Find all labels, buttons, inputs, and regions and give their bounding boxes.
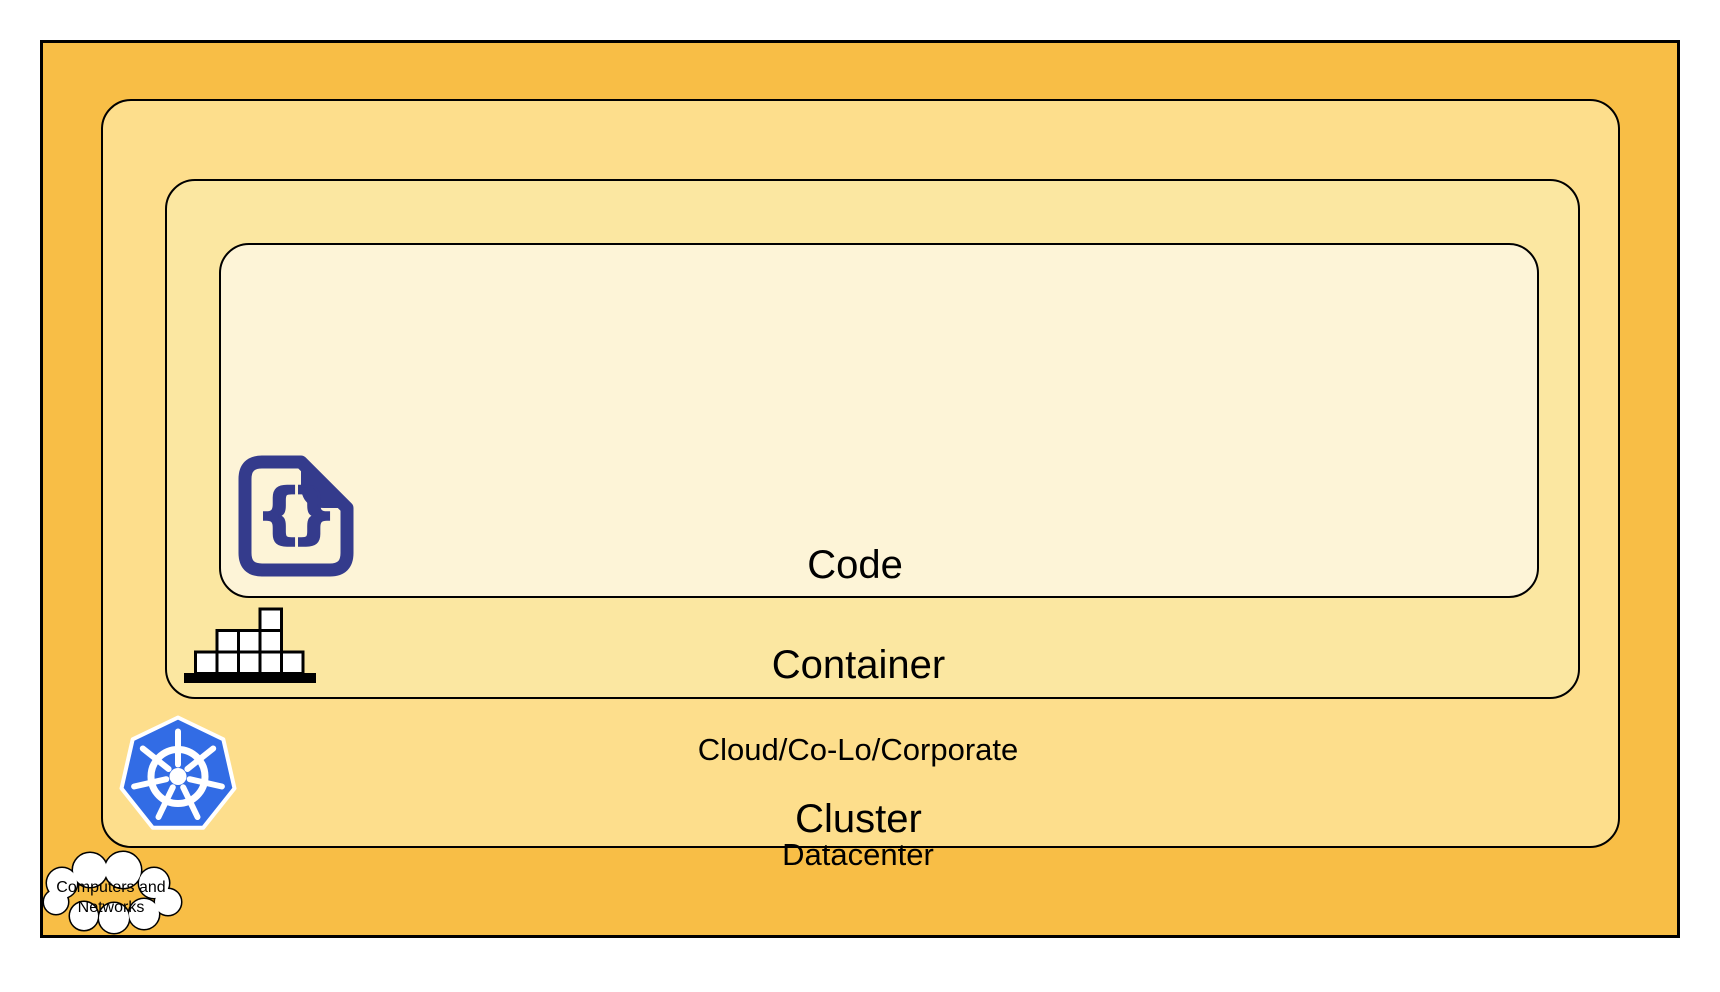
helm-wheel-hub <box>169 768 187 785</box>
datacenter-label: Cloud/Co-Lo/Corporate Datacenter <box>41 662 1675 942</box>
computers-networks-cloud-icon: Computers and Networks <box>42 850 183 935</box>
brace-open-glyph: { <box>256 477 302 551</box>
brace-close-glyph: } <box>291 477 337 551</box>
code-label: Code <box>807 543 903 587</box>
kubernetes-icon <box>119 715 237 830</box>
document-fold <box>301 456 353 508</box>
code-file-icon: { } <box>238 455 354 577</box>
datacenter-box: { } Code <box>40 40 1680 938</box>
cloud-label-line1: Computers and <box>56 879 165 896</box>
code-box: { } Code <box>219 243 1539 598</box>
container-blocks-icon <box>184 607 316 683</box>
datacenter-label-line1: Cloud/Co-Lo/Corporate <box>697 732 1019 767</box>
cluster-box: { } Code <box>101 99 1620 848</box>
cluster-label: Cluster <box>795 797 922 841</box>
brick-blocks <box>194 607 305 675</box>
container-box: { } Code <box>165 179 1580 699</box>
cloud-label-line2: Networks <box>78 899 145 916</box>
helm-wheel <box>131 728 225 820</box>
cloud-fill <box>44 852 181 933</box>
document-outline <box>238 455 354 577</box>
brick-base-bar <box>184 673 316 683</box>
datacenter-label-line2: Datacenter <box>782 837 934 872</box>
container-label: Container <box>771 643 946 687</box>
